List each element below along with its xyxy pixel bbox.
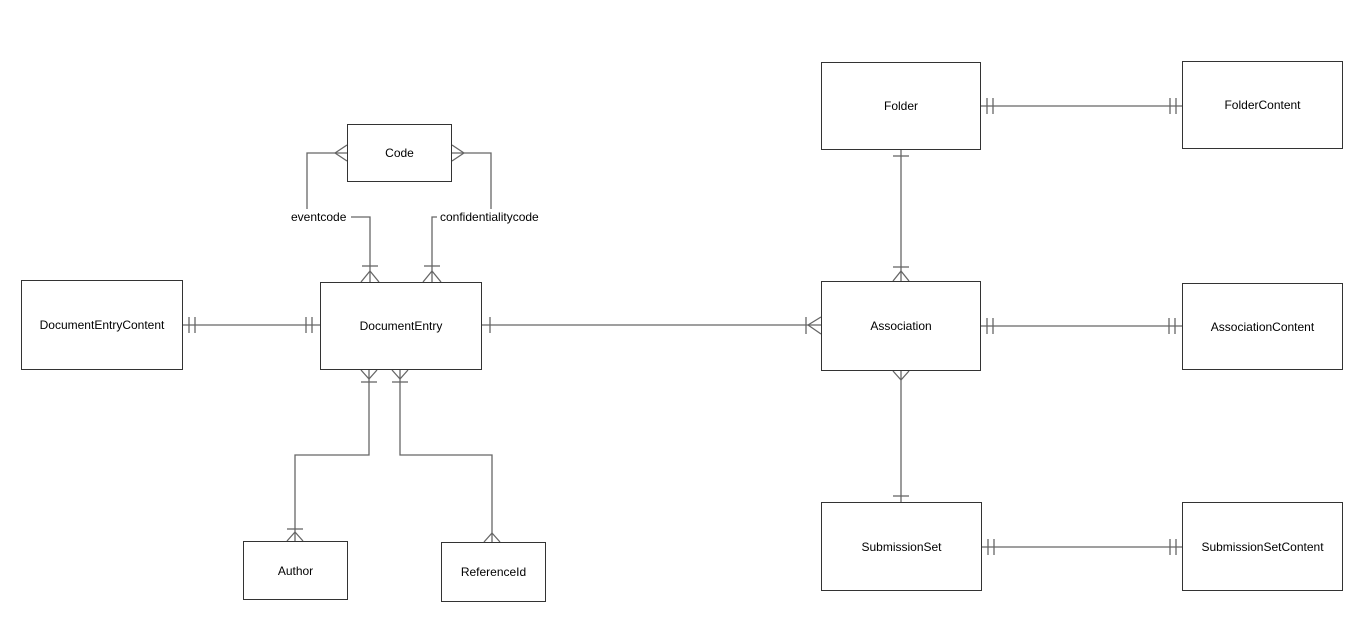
entity-referenceid-label: ReferenceId	[460, 565, 527, 579]
entity-foldercontent-label: FolderContent	[1224, 98, 1301, 112]
entity-associationcontent[interactable]: AssociationContent	[1182, 283, 1343, 370]
entity-submissionsetcontent-label: SubmissionSetContent	[1201, 539, 1324, 554]
entity-documententrycontent-label: DocumentEntryContent	[39, 318, 165, 332]
entity-folder-label: Folder	[883, 99, 918, 113]
edge-documententry-author	[286, 369, 378, 542]
entity-referenceid[interactable]: ReferenceId	[441, 542, 546, 602]
entity-code[interactable]: Code	[347, 124, 452, 182]
entity-author[interactable]: Author	[243, 541, 348, 600]
entity-association-label: Association	[870, 319, 932, 333]
edge-folder-association	[892, 150, 910, 282]
entity-association[interactable]: Association	[821, 281, 981, 371]
entity-folder[interactable]: Folder	[821, 62, 981, 150]
edge-folder-foldercontent	[981, 98, 1182, 114]
edge-association-associationcontent	[981, 318, 1182, 334]
edge-documententrycontent-documententry	[183, 317, 320, 333]
edge-documententry-association	[482, 316, 822, 335]
entity-code-label: Code	[385, 146, 414, 160]
edge-label-eventcode[interactable]: eventcode	[291, 210, 347, 224]
entity-author-label: Author	[277, 563, 314, 578]
entity-submissionsetcontent[interactable]: SubmissionSetContent	[1182, 502, 1343, 591]
edge-association-submissionset	[892, 370, 910, 502]
entity-foldercontent[interactable]: FolderContent	[1182, 61, 1343, 149]
edge-label-confidentialitycode[interactable]: confidentialitycode	[440, 210, 539, 224]
edge-code-confidentialitycode-documententry	[422, 144, 492, 283]
entity-documententry[interactable]: DocumentEntry	[320, 282, 482, 370]
entity-associationcontent-label: AssociationContent	[1210, 319, 1315, 334]
entity-documententry-label: DocumentEntry	[359, 319, 443, 333]
edge-submissionset-submissionsetcontent	[982, 539, 1182, 555]
entity-submissionset[interactable]: SubmissionSet	[821, 502, 982, 591]
entity-submissionset-label: SubmissionSet	[861, 539, 942, 554]
entity-documententrycontent[interactable]: DocumentEntryContent	[21, 280, 183, 370]
edge-documententry-referenceid	[391, 369, 501, 543]
edge-code-eventcode-documententry	[306, 144, 380, 283]
